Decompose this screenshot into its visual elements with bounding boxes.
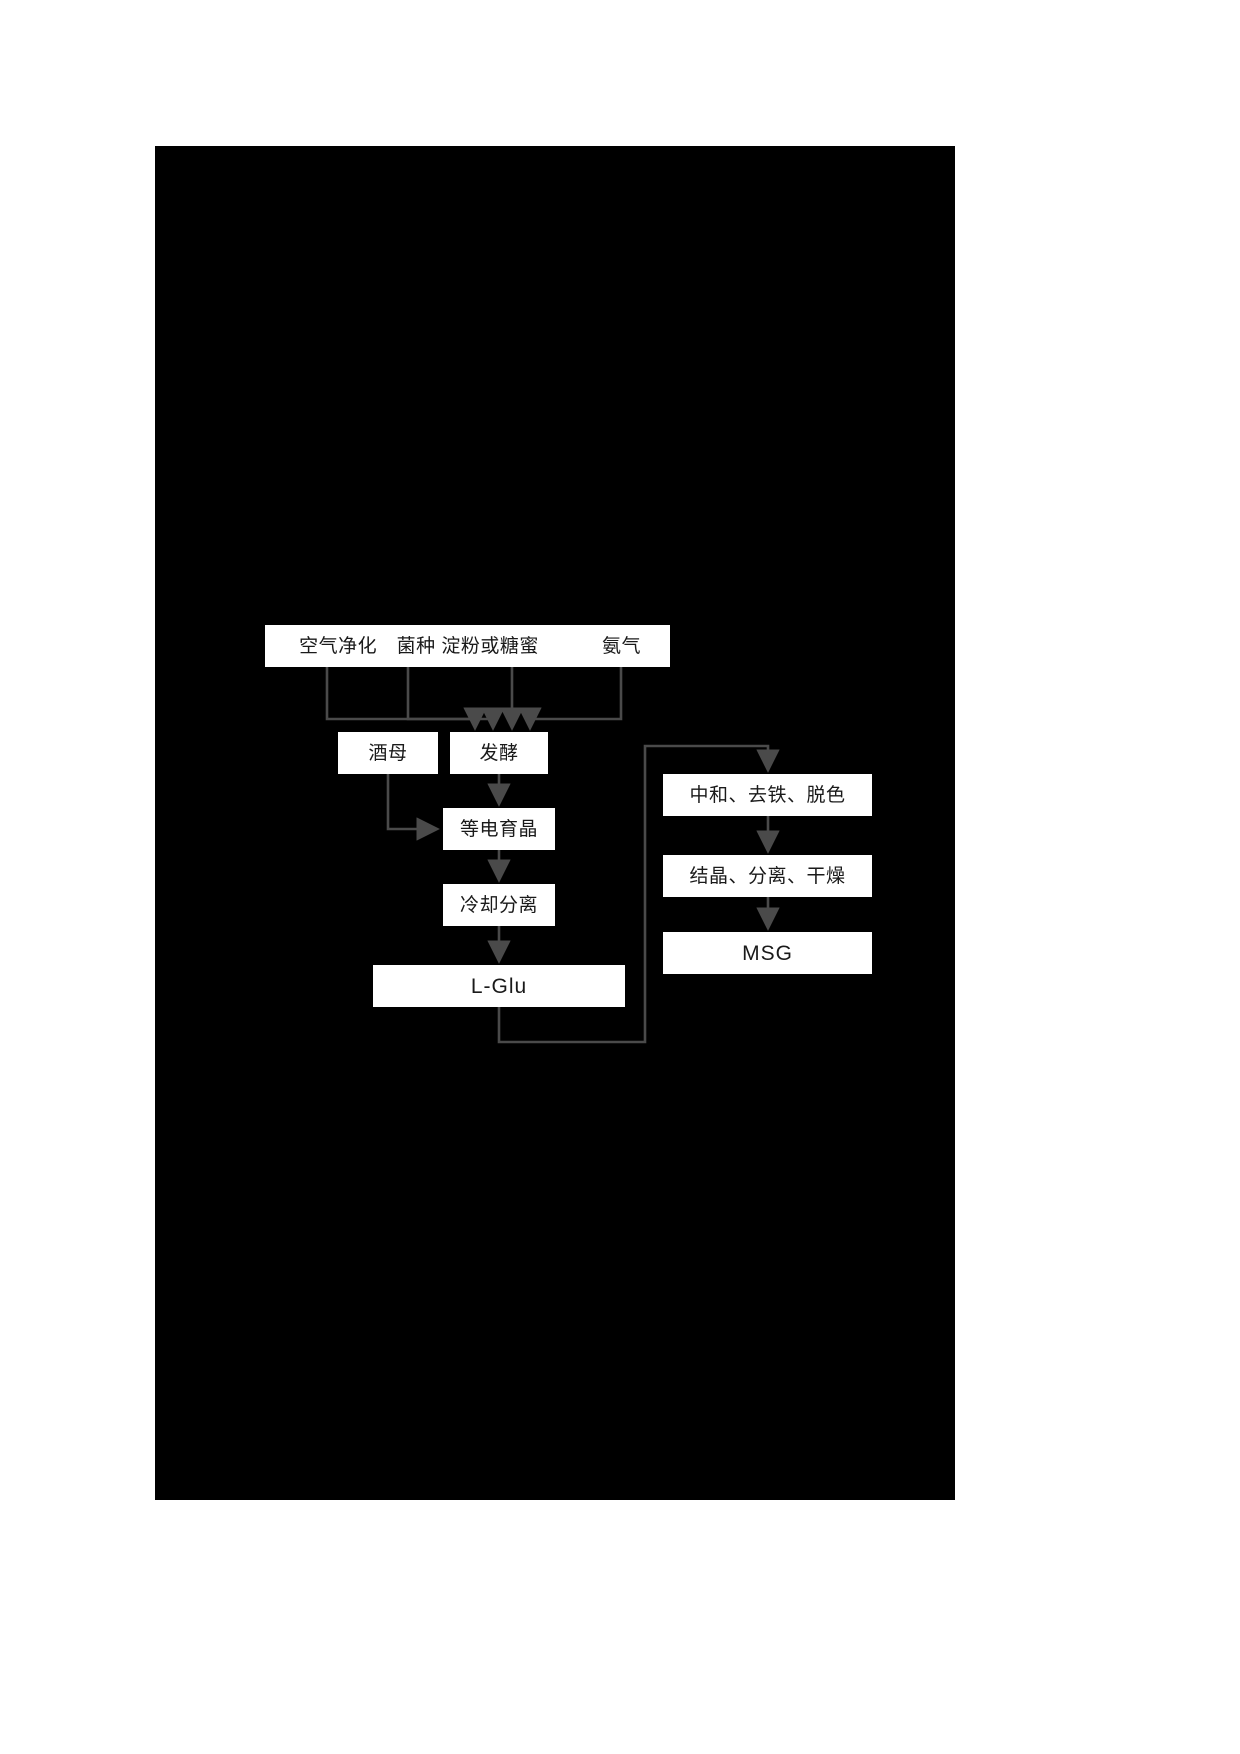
node-l-glutamic-acid[interactable]: L-Glu xyxy=(373,965,625,1007)
edge-air-to-ferment xyxy=(325,667,487,731)
node-msg-product[interactable]: MSG xyxy=(663,932,872,974)
node-feedstock[interactable]: 空气净化 菌种 淀粉或糖蜜 xyxy=(265,625,573,667)
edge-ammonia-to-ferment xyxy=(518,667,623,731)
node-crystallization-separation-drying-label: 结晶、分离、干燥 xyxy=(689,865,846,887)
node-l-glutamic-acid-label: L-Glu xyxy=(470,974,528,998)
node-cooling-separation-label: 冷却分离 xyxy=(459,894,538,916)
node-isoelectric-crystallization[interactable]: 等电育晶 xyxy=(443,808,555,850)
connector-layer xyxy=(325,667,780,1044)
edge-yeast-to-isoelectric xyxy=(386,774,440,841)
node-ammonia-gas-label: 氨气 xyxy=(601,635,641,657)
edge-seed-to-ferment xyxy=(406,667,505,731)
node-crystallization-separation-drying[interactable]: 结晶、分离、干燥 xyxy=(663,855,872,897)
node-fermentation-label: 发酵 xyxy=(479,742,519,764)
node-yeast-starter[interactable]: 酒母 xyxy=(338,732,438,774)
node-neutralization[interactable]: 中和、去铁、脱色 xyxy=(663,774,872,816)
node-msg-product-label: MSG xyxy=(742,941,793,965)
node-isoelectric-crystallization-label: 等电育晶 xyxy=(459,818,538,840)
node-cooling-separation[interactable]: 冷却分离 xyxy=(443,884,555,926)
node-neutralization-label: 中和、去铁、脱色 xyxy=(689,784,846,806)
node-feedstock-label: 空气净化 菌种 淀粉或糖蜜 xyxy=(299,635,539,657)
node-yeast-starter-label: 酒母 xyxy=(368,742,408,764)
diagram-canvas: 空气净化 菌种 淀粉或糖蜜 氨气 酒母 发酵 中和、去铁、脱色 等电育晶 结晶、… xyxy=(155,146,955,1500)
node-ammonia-gas[interactable]: 氨气 xyxy=(573,625,670,667)
node-fermentation[interactable]: 发酵 xyxy=(450,732,548,774)
